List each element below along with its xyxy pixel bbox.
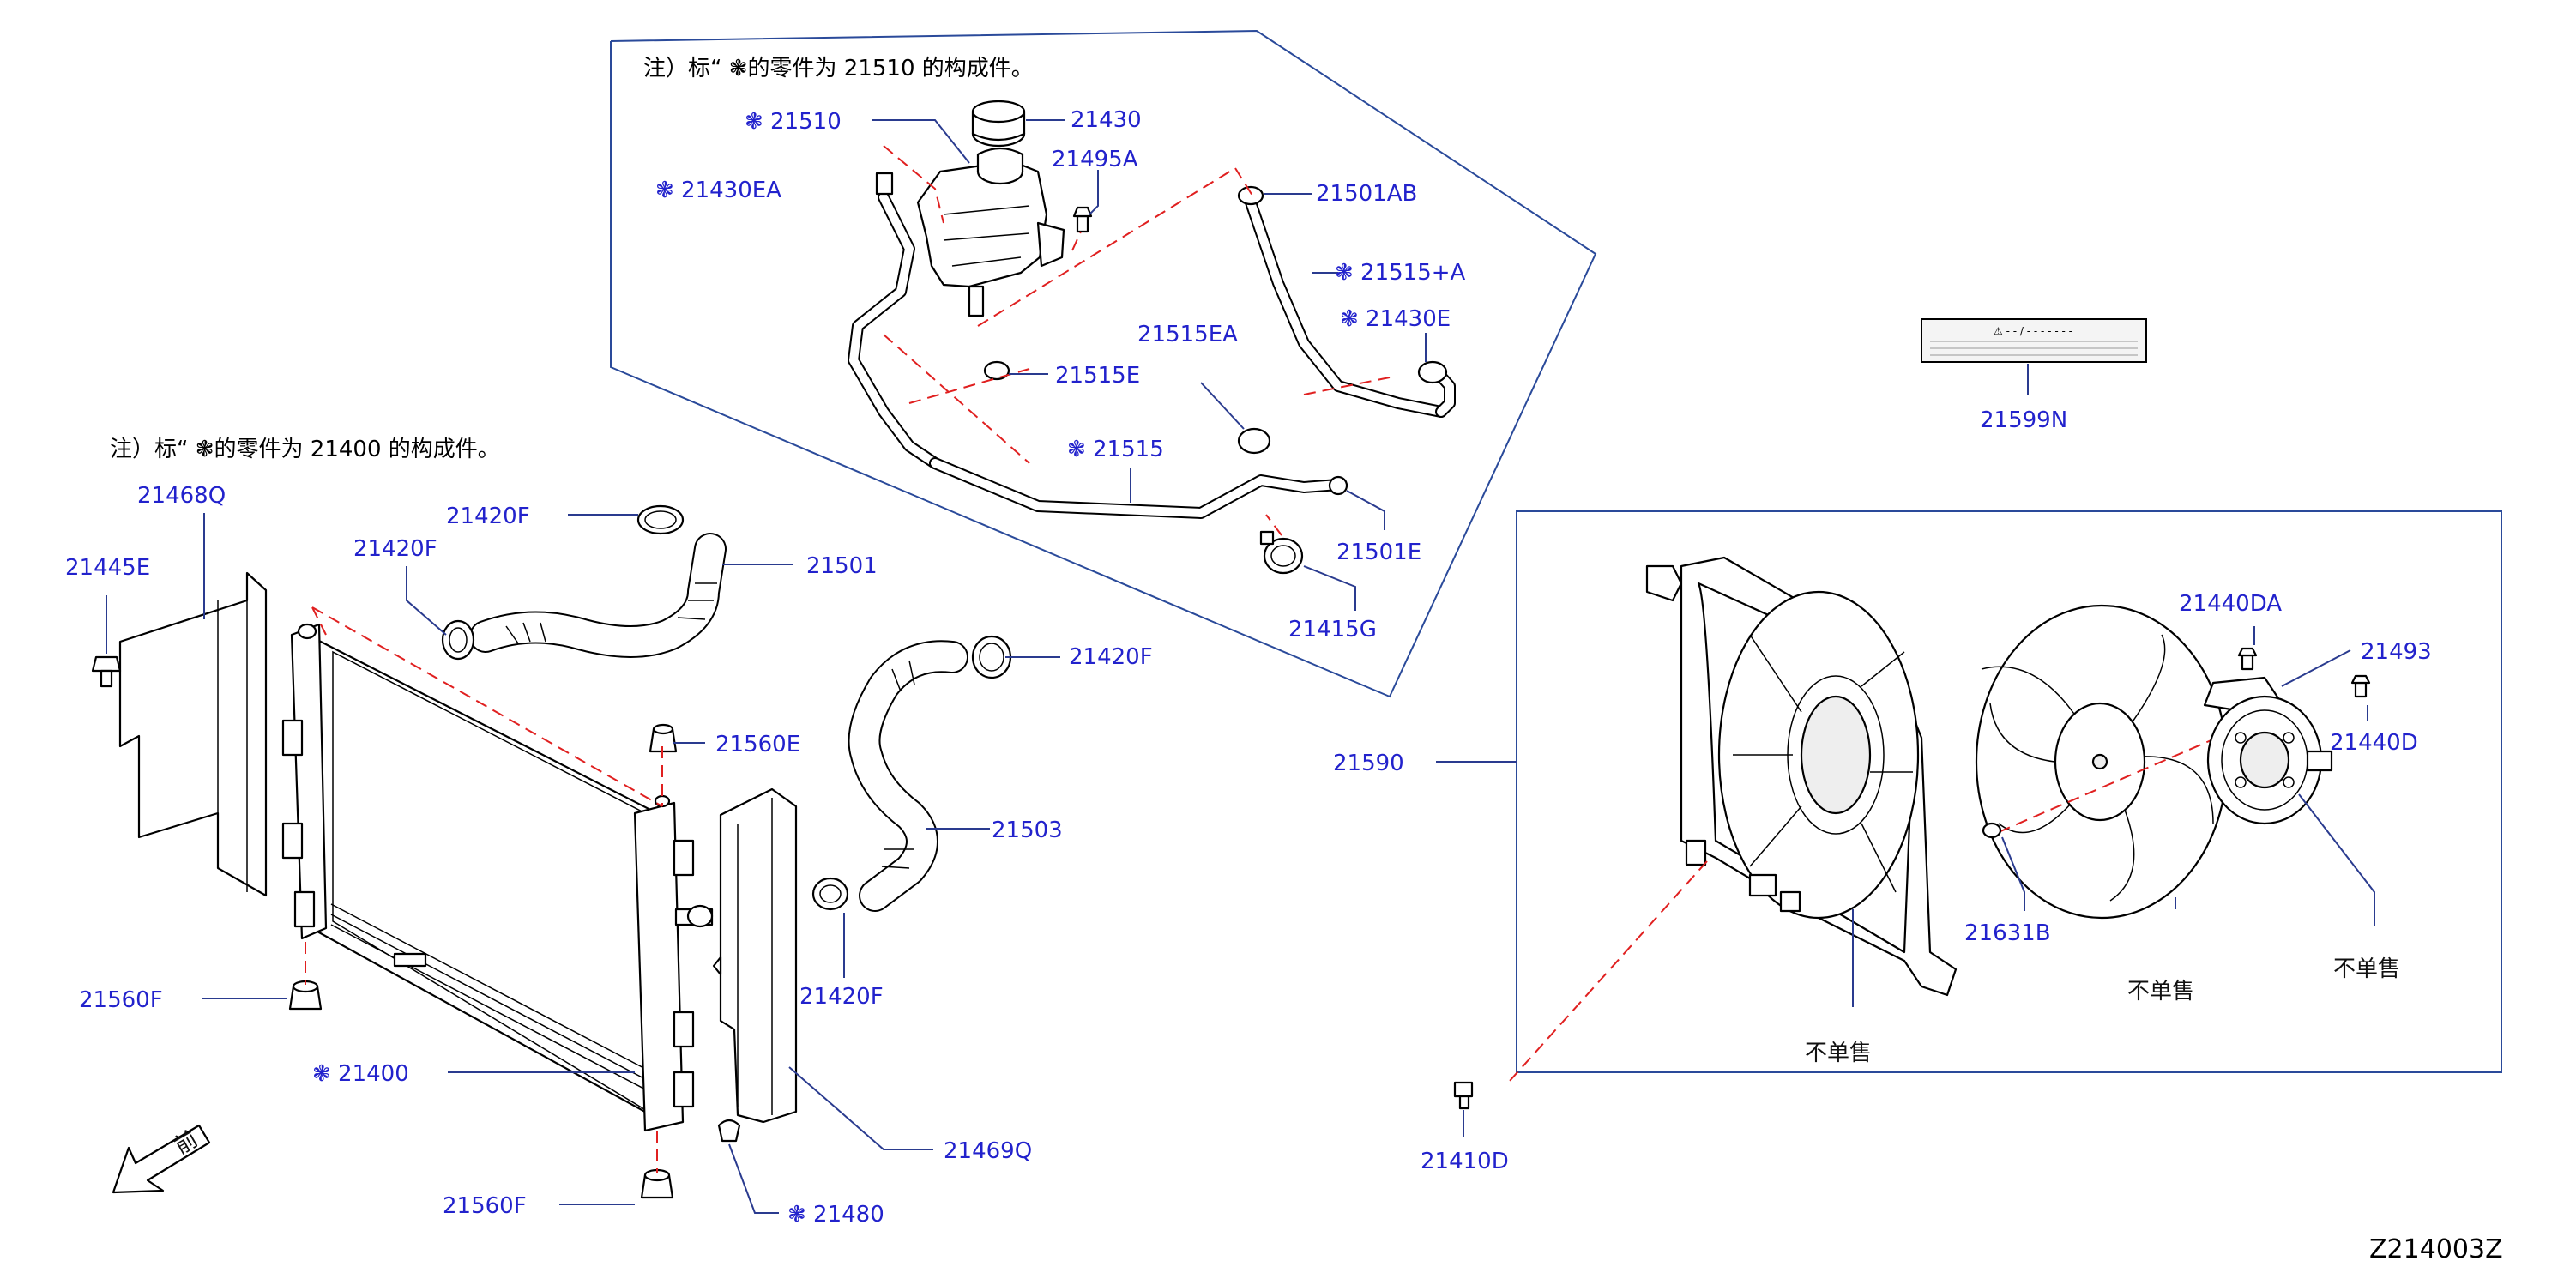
assembly-line-fan	[1998, 716, 2265, 833]
label-21420F-a: 21420F	[446, 504, 530, 529]
note-21400: 注）标“ ❃的零件为 21400 的构成件。	[110, 437, 500, 462]
upper-hose-21501	[469, 533, 727, 658]
label-21495A: 21495A	[1052, 147, 1138, 172]
clamp-21501E	[1328, 475, 1348, 496]
label-21430: 21430	[1071, 107, 1142, 133]
label-21590: 21590	[1333, 751, 1404, 776]
note-21510: 注）标“ ❃的零件为 21510 的构成件。	[643, 56, 1034, 81]
clip-21410D	[1453, 1081, 1474, 1110]
reservoir-hose	[848, 191, 941, 469]
label-21430E: ❃ 21430E	[1340, 306, 1451, 332]
label-21503: 21503	[992, 817, 1063, 843]
warning-label-21599N: ⚠ - - / - - - - - - -	[1921, 318, 2147, 363]
screw-21440D	[2350, 674, 2371, 698]
diagram-code: Z214003Z	[2369, 1234, 2503, 1264]
label-not-sold-shroud: 不单售	[1805, 1041, 1872, 1066]
mount-21560E	[649, 723, 678, 753]
fan-group-frame	[1516, 510, 2502, 1073]
label-21410D: 21410D	[1421, 1149, 1509, 1174]
label-21501: 21501	[806, 553, 878, 579]
label-21501AB: 21501AB	[1316, 181, 1417, 207]
warning-label-text: ⚠ - - / - - - - - - -	[1994, 325, 2072, 337]
label-21510: ❃ 21510	[745, 109, 842, 135]
fan-shroud-21590	[1645, 556, 1958, 997]
clamp-21515E	[983, 360, 1010, 381]
assembly-line-b	[1071, 231, 1282, 536]
label-21468Q: 21468Q	[137, 483, 226, 509]
label-21599N: 21599N	[1980, 407, 2067, 433]
label-21400: ❃ 21400	[312, 1061, 409, 1087]
hose-clamp-21420F-b	[441, 619, 475, 661]
screw-21440DA	[2237, 647, 2258, 671]
label-21440D: 21440D	[2330, 730, 2418, 756]
fan-motor	[2203, 676, 2333, 825]
mount-21560F-bottom	[640, 1168, 674, 1199]
label-21430EA: ❃ 21430EA	[655, 178, 781, 203]
assembly-line-shroud	[1509, 860, 1708, 1082]
front-direction-arrow: 前	[112, 1124, 211, 1194]
label-21560F-b: 21560F	[443, 1193, 527, 1219]
reservoir-group-frame	[610, 29, 1597, 698]
leader-lines	[106, 119, 2375, 1214]
label-21560F-a: 21560F	[79, 987, 163, 1013]
label-21631B: 21631B	[1964, 920, 2051, 946]
clamp-21430E	[1417, 360, 1448, 384]
label-21445E: 21445E	[65, 555, 150, 581]
mount-21560F-left	[288, 980, 323, 1011]
reservoir-cap	[971, 100, 1026, 148]
label-21560E: 21560E	[715, 732, 800, 757]
clamp-21515EA	[1237, 427, 1271, 455]
label-21415G: 21415G	[1288, 617, 1377, 643]
label-21515A: ❃ 21515+A	[1335, 260, 1466, 286]
nut-21631B	[1982, 822, 2002, 839]
hose-clamp-21420F-a	[636, 504, 685, 535]
label-21420F-d: 21420F	[799, 984, 884, 1010]
label-21420F-b: 21420F	[353, 536, 437, 562]
label-not-sold-motor: 不单售	[2333, 956, 2400, 982]
clamp-21501AB	[1237, 185, 1264, 206]
label-21469Q: 21469Q	[944, 1138, 1032, 1164]
plug-21480	[717, 1119, 741, 1143]
radiator-21400	[281, 623, 714, 1132]
air-guide-21468Q	[118, 571, 268, 897]
lower-hose-21503	[848, 640, 968, 912]
label-21493: 21493	[2361, 639, 2432, 665]
label-not-sold-fan: 不单售	[2127, 979, 2194, 1005]
label-21501E: 21501E	[1336, 540, 1421, 565]
label-21480: ❃ 21480	[787, 1202, 884, 1228]
assembly-line-radiator-top	[311, 606, 663, 807]
reservoir-tank	[916, 147, 1065, 317]
clip-21445E	[91, 655, 122, 688]
pipe-21515	[929, 457, 1344, 519]
small-bolt-21495A	[1072, 206, 1093, 233]
fan-blade	[1975, 604, 2229, 920]
label-21440DA: 21440DA	[2179, 591, 2282, 617]
label-21515EA: 21515EA	[1137, 322, 1238, 347]
air-guide-21469Q	[712, 787, 798, 1124]
label-21515E: 21515E	[1055, 363, 1140, 389]
label-21515: ❃ 21515	[1067, 437, 1164, 462]
assembly-line-a	[883, 145, 1391, 464]
label-21420F-c: 21420F	[1069, 644, 1153, 670]
hose-clamp-21420F-d	[811, 877, 849, 911]
clamp-21415G	[1259, 530, 1304, 575]
clamp-21430EA	[875, 172, 894, 196]
hose-clamp-21420F-c	[971, 635, 1012, 679]
